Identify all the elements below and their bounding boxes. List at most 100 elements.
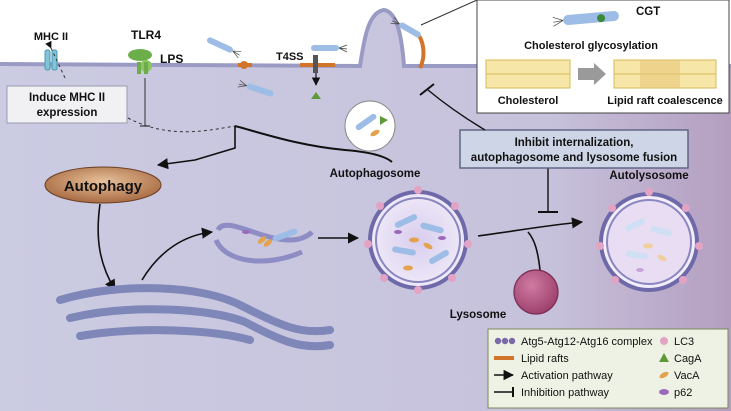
membrane-before [485,59,571,89]
bacterium [311,44,348,53]
legend-atg-complex: Atg5-Atg12-Atg16 complex [494,336,653,348]
vaca-icon [643,243,653,249]
bacterium [624,218,646,232]
bacterium [390,17,421,38]
autophagy-label: Autophagy [64,178,143,195]
bacterium [394,214,418,228]
autophagy-oval [44,166,162,204]
lc3-icon [660,337,668,345]
internalization-inhibition-bar [419,83,435,96]
legend-inhibition: Inhibition pathway [494,387,610,399]
inset-leader-line [420,0,478,26]
legend-label: p62 [674,387,692,399]
bacterium [272,228,298,242]
legend-activation: Activation pathway [494,369,613,382]
lc3-icon [645,188,653,196]
vaca-icon [263,239,273,247]
bacterium [420,222,444,234]
legend-label: Activation pathway [521,370,613,382]
plasma-membrane [0,7,731,69]
lc3-icon [611,276,619,284]
vaca-icon [659,371,669,379]
membrane-after [613,59,717,89]
bacteria-group [207,17,421,97]
lc3-icon [414,286,422,294]
bracket-line [234,125,393,163]
lc3-icon [679,276,687,284]
internalization-inhibition-line [427,89,486,131]
legend-caga: CagA [659,353,702,365]
lc3-icon [376,202,384,210]
lc3-icon [464,240,472,248]
legend-label: CagA [674,353,702,365]
phagophore-cargo [242,228,298,247]
autolysosome-cargo [624,218,672,272]
legend-p62: p62 [659,387,692,399]
bacterium [392,246,416,256]
bacterium [650,225,672,237]
t4ss-needle [313,55,318,73]
atg-complex-icon [494,337,502,345]
lysosome-label: Lysosome [450,309,506,321]
inhibit-line2: autophagosome and lysosome fusion [471,152,677,164]
t4ss-label: T4SS [276,51,304,63]
tlr4-label: TLR4 [131,28,161,42]
p62-icon [636,268,644,272]
to-autophagy-arrow [156,126,236,170]
legend-lc3: LC3 [660,336,694,348]
autophagosome-label: Autophagosome [330,168,421,180]
induce-line1: Induce MHC II [29,92,105,104]
raft-marker [240,61,248,69]
induce-mhc2-box [6,85,128,124]
bacterium [207,37,242,59]
legend-vaca: VacA [659,370,700,382]
glycosylation-arrow [578,63,606,85]
lc3-icon [448,274,456,282]
legend-label: Inhibition pathway [521,387,610,399]
lysosome [513,269,559,315]
mhc2-label: MHC II [34,31,68,43]
lps-label: LPS [160,52,183,66]
legend-label: Atg5-Atg12-Atg16 complex [521,336,653,348]
lc3-icon [451,202,459,210]
vaca-icon [657,254,667,262]
legend-lipid-rafts: Lipid rafts [494,353,569,365]
lc3-dots [596,188,703,284]
er-to-phagophore-arrow [141,227,214,281]
bacterium [237,80,274,97]
vaca-icon [257,236,267,244]
p62-icon [242,230,250,234]
autophagosome-inner-membrane [375,197,461,283]
lipid-raft-coalescence-label: Lipid raft coalescence [607,95,723,107]
bacterium [626,250,648,260]
autolysosome-inner-membrane [606,199,692,285]
endoplasmic-reticulum [56,284,334,351]
mhc2-receptor [44,49,58,71]
lc3-icon [364,240,372,248]
p62-icon [394,230,402,234]
cgt-bacterium [552,10,619,27]
fusion-arrow [477,217,584,237]
lc3-icon [380,274,388,282]
vaca-icon [403,265,413,271]
lc3-icon [596,242,604,250]
cholesterol-glycosylation-label: Cholesterol glycosylation [524,40,658,52]
p62-icon [438,236,446,240]
lysosome-input-line [527,231,541,271]
caga-icon [659,353,669,362]
vaca-icon [370,129,380,137]
lc3-icon [608,204,616,212]
inhibit-line1: Inhibit internalization, [515,137,634,149]
lc3-icon [682,204,690,212]
vaca-icon [409,237,419,243]
lc3-icon [695,242,703,250]
bacterium [355,113,377,131]
cgt-label: CGT [636,6,660,18]
legend-box [487,328,729,409]
phagophore [213,238,303,264]
lc3-dots [364,186,472,294]
induce-dashed-link [127,117,236,133]
inhibit-box [459,129,689,169]
